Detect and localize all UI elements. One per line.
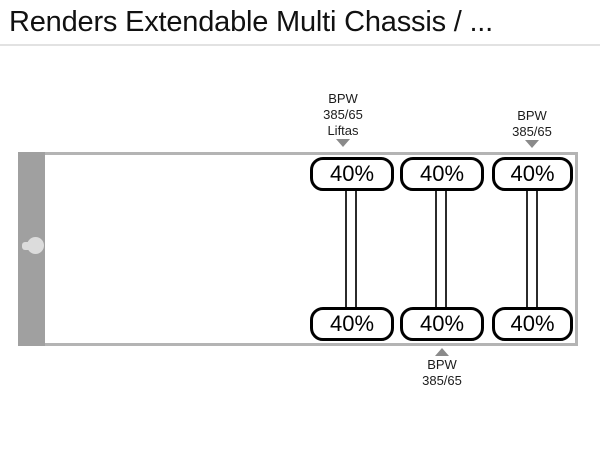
axle-3-callout-line-1: BPW (517, 108, 547, 123)
axle-3-rod (526, 174, 538, 334)
axle-1-rod (345, 174, 357, 334)
axle-2-rod (435, 174, 447, 334)
title-bar: Renders Extendable Multi Chassis / ... (0, 0, 600, 46)
axle-2-tyre-top[interactable]: 40% (400, 157, 484, 191)
axle-3-tyre-top[interactable]: 40% (492, 157, 573, 191)
axle-2-callout-line-2: 385/65 (422, 373, 462, 388)
arrow-down-icon (336, 139, 350, 147)
axle-2-callout: BPW 385/65 (396, 348, 488, 389)
arrow-down-icon (525, 140, 539, 148)
axle-3-callout: BPW 385/65 (486, 108, 578, 148)
chassis-frame (18, 152, 578, 346)
axle-2-tyre-top-label: 40% (419, 161, 465, 186)
axle-2-callout-line-1: BPW (427, 357, 457, 372)
axle-1-tyre-bottom[interactable]: 40% (310, 307, 394, 341)
arrow-up-icon (435, 348, 449, 356)
axle-1-tyre-top-label: 40% (329, 161, 375, 186)
kingpin-tab (22, 242, 31, 250)
axle-1-callout: BPW 385/65 Liftas (297, 91, 389, 147)
kingpin-head (27, 237, 44, 254)
axle-2-tyre-bottom-label: 40% (419, 311, 465, 336)
axle-1-tyre-bottom-label: 40% (329, 311, 375, 336)
kingpin-icon (22, 236, 44, 258)
axle-3-tyre-top-label: 40% (510, 161, 555, 186)
axle-3-tyre-bottom[interactable]: 40% (492, 307, 573, 341)
axle-3-callout-line-2: 385/65 (512, 124, 552, 139)
axle-1-tyre-top[interactable]: 40% (310, 157, 394, 191)
axle-1-callout-line-2: 385/65 (323, 107, 363, 122)
axle-1-callout-line-3: Liftas (327, 123, 359, 138)
axle-1-callout-line-1: BPW (328, 91, 358, 106)
chassis-diagram: BPW 385/65 Liftas 40% 40% 40% 40% BPW 38… (0, 46, 600, 450)
axle-3-tyre-bottom-label: 40% (510, 311, 555, 336)
axle-2-tyre-bottom[interactable]: 40% (400, 307, 484, 341)
page-title: Renders Extendable Multi Chassis / ... (9, 6, 494, 38)
